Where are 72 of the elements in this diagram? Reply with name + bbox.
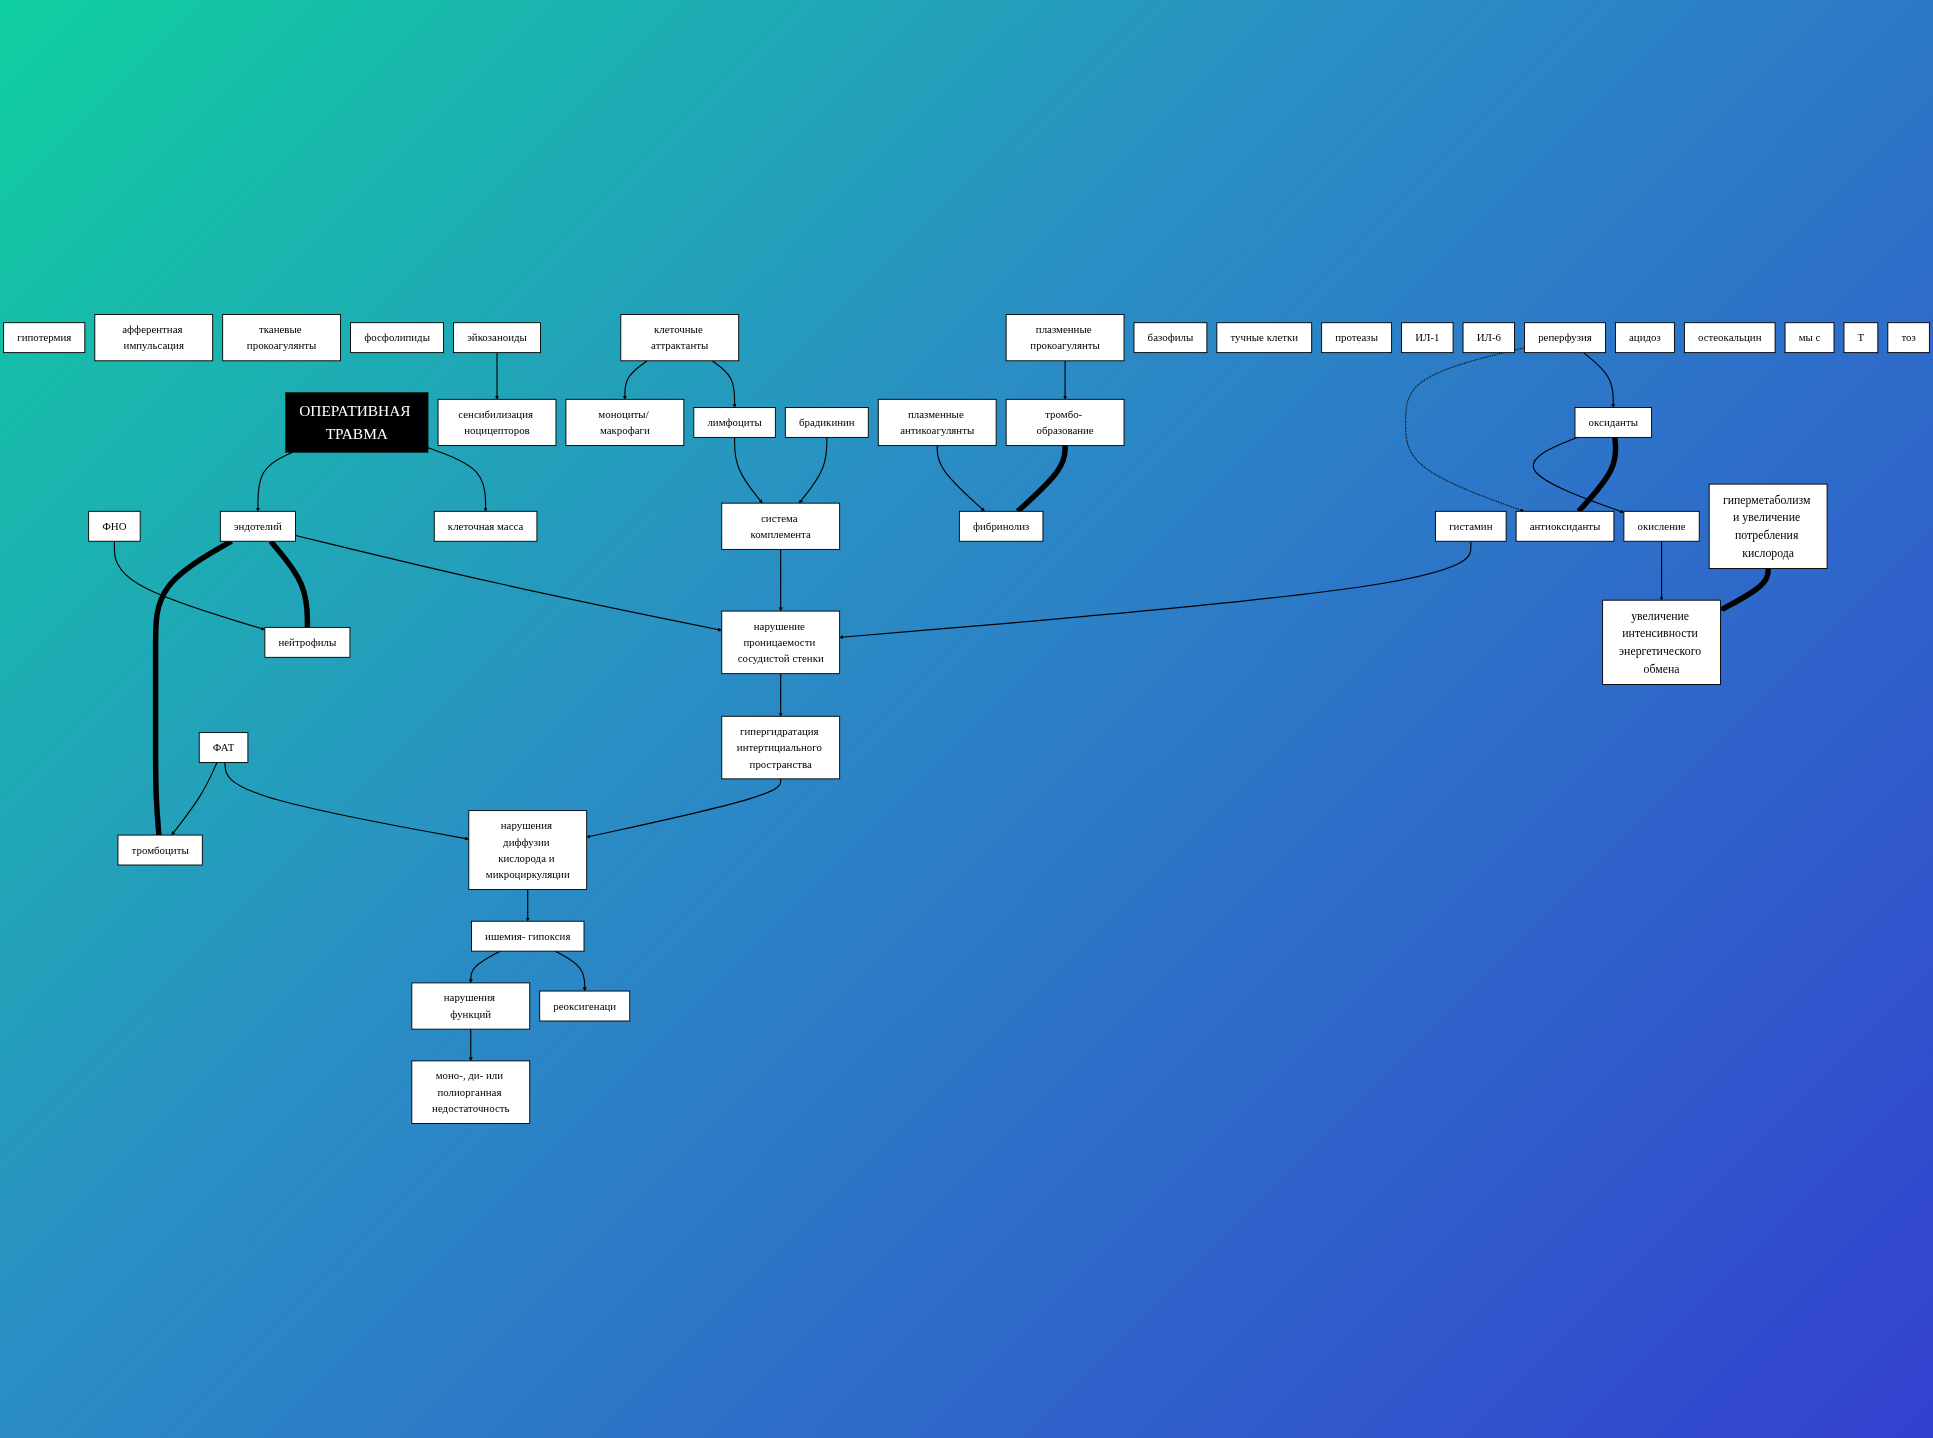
node-box: гипотермия <box>3 322 86 354</box>
node-box: ИЛ-6 <box>1462 322 1516 354</box>
node-box: фосфолипиды <box>350 322 444 354</box>
node-box: Т <box>1843 322 1879 354</box>
arrow <box>586 778 782 839</box>
arrow <box>734 436 763 504</box>
node-box: тоз <box>1887 322 1930 354</box>
node-box: нейтрофилы <box>264 626 351 658</box>
arrow <box>711 360 737 408</box>
arrow <box>936 445 985 512</box>
arrow <box>1582 352 1616 408</box>
arrow <box>113 540 266 631</box>
node-box: ишемия- гипоксия <box>471 920 585 952</box>
arrow <box>554 950 587 992</box>
arrow <box>839 540 1472 640</box>
node-box: ФНО <box>88 510 141 542</box>
node-box: ИЛ-1 <box>1401 322 1454 354</box>
arrow <box>798 436 828 504</box>
node-box: ОПЕРАТИВНАЯ ТРАВМА <box>285 392 429 453</box>
node-box: клеточная масса <box>433 510 538 542</box>
node-box: тканевые прокоагулянты <box>222 314 341 362</box>
node-box: антиоксиданты <box>1515 510 1615 542</box>
node-box: гиперметаболизм и увеличение потребления кислорода <box>1708 483 1828 569</box>
node-box: брадикинин <box>784 407 869 438</box>
arrow <box>1720 568 1771 612</box>
node-box: лимфоциты <box>693 407 776 438</box>
arrow <box>171 761 218 836</box>
node-box: реперфузия <box>1524 322 1606 354</box>
node-box: реоксигенаци <box>539 990 631 1022</box>
node-box: протеазы <box>1321 322 1393 354</box>
node-box: нарушения функций <box>411 982 531 1030</box>
node-box: ФАТ <box>198 732 249 763</box>
node-box: увеличение интенсивности энергетического обмена <box>1602 599 1721 685</box>
node-box: система комплемента <box>721 502 841 550</box>
arrow <box>525 888 530 922</box>
node-box: эйкозаноиды <box>453 322 541 354</box>
node-box: базофилы <box>1133 322 1208 354</box>
node-box: моно-, ди- или полиорганная недостаточность <box>411 1060 531 1124</box>
arrow <box>778 673 783 717</box>
node-box: нарушение проницаемости сосудистой стенки <box>721 610 841 675</box>
node-box: нарушения диффузии кислорода и микроциркуляции <box>468 810 588 890</box>
node-box: гистамин <box>1435 510 1507 542</box>
node-box: тучные клетки <box>1216 322 1313 354</box>
arrow <box>495 352 499 400</box>
arrow <box>1063 360 1068 400</box>
arrow <box>468 1028 473 1062</box>
node-box: тромбо- образование <box>1005 398 1125 447</box>
arrow <box>778 548 783 612</box>
arrow <box>1659 540 1664 601</box>
node-box: моноциты/ макрофаги <box>565 398 685 447</box>
arrow <box>468 950 501 984</box>
arrow <box>294 534 722 632</box>
arrow <box>255 451 293 512</box>
node-box: окисление <box>1623 510 1700 542</box>
node-box: плазменные прокоагулянты <box>1005 314 1125 362</box>
arrow <box>622 360 648 400</box>
node-box: сенсибилизация ноцицепторов <box>437 398 557 447</box>
node-box: оксиданты <box>1574 407 1653 438</box>
node-box: тромбоциты <box>117 834 203 866</box>
node-box: фибринолиз <box>958 510 1044 542</box>
arrow <box>1405 347 1526 512</box>
node-box: афферентная импульсация <box>94 314 214 362</box>
node-box: эндотелий <box>219 510 296 542</box>
node-box: гипергидратация интертициального пространства <box>721 715 841 780</box>
arrow <box>224 761 469 841</box>
arrow <box>1532 436 1625 514</box>
node-box: клеточные аттрактанты <box>620 314 740 362</box>
node-box: мы с <box>1784 322 1835 354</box>
node-box: ацидоз <box>1615 322 1675 354</box>
node-box: плазменные антикоагулянты <box>877 398 997 447</box>
arrow <box>427 447 488 512</box>
node-box: остеокальцин <box>1683 322 1776 354</box>
